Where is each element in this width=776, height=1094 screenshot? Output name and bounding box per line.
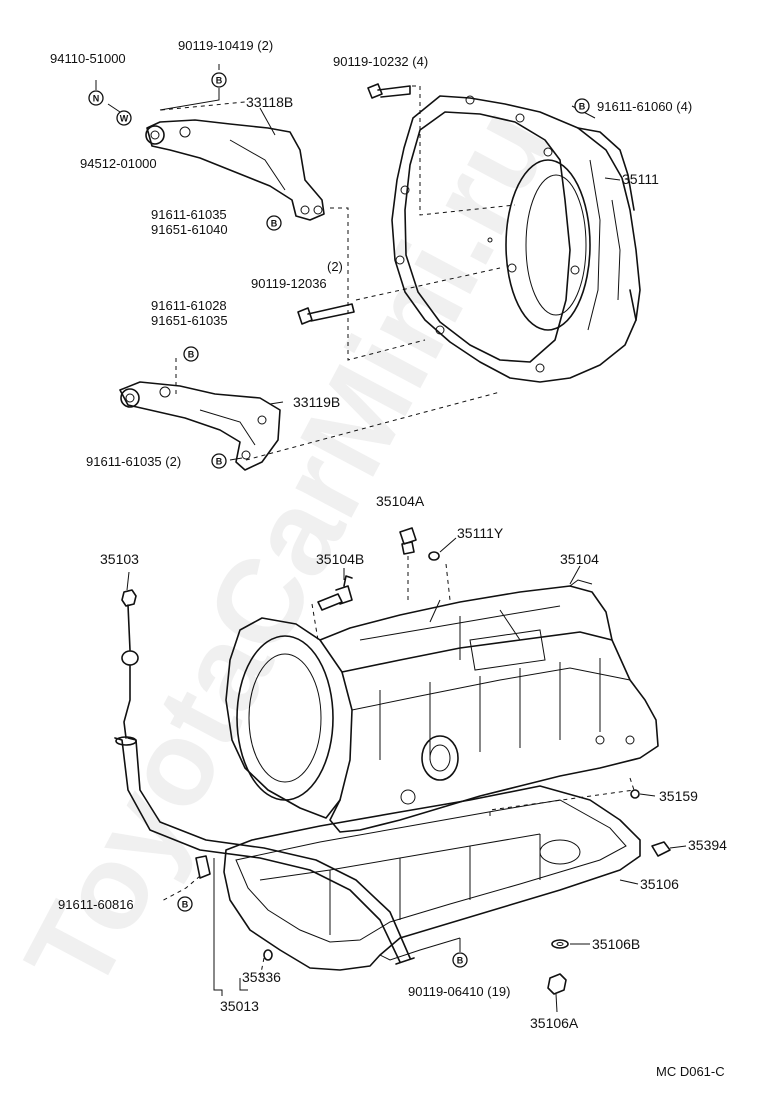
oring-35336 <box>263 949 273 961</box>
drain-plug-35106A <box>547 973 567 995</box>
label-35013: 35013 <box>220 998 259 1014</box>
label-90119-10232: 90119-10232 (4) <box>333 54 428 69</box>
label-35106A: 35106A <box>530 1015 579 1031</box>
transmission-case-35104 <box>225 579 659 833</box>
label-90119-06410: 90119-06410 (19) <box>408 984 510 999</box>
label-35394: 35394 <box>688 837 727 853</box>
bolt-mark-B: B <box>452 952 468 968</box>
svg-text:B: B <box>271 219 278 229</box>
bolt-mark-B: B <box>266 215 282 231</box>
breather-plug-35104A <box>399 527 417 555</box>
bolt-mark-B: B <box>183 346 199 362</box>
label-94512-01000: 94512-01000 <box>80 156 157 171</box>
bolt-mark-B: B <box>211 453 227 469</box>
svg-text:B: B <box>182 900 189 910</box>
label-35106B: 35106B <box>592 936 640 952</box>
gasket-35159 <box>630 789 640 799</box>
oring-35111Y <box>428 551 440 561</box>
transmission-housing-35111 <box>391 95 641 383</box>
gasket-35106B <box>551 939 569 949</box>
label-35106: 35106 <box>640 876 679 892</box>
mount-bracket-33119B <box>119 381 281 471</box>
label-35159: 35159 <box>659 788 698 804</box>
label-91611-61035: 91611-61035 <box>151 207 227 222</box>
label-qty-2: (2) <box>327 259 343 274</box>
magnet-35394 <box>651 841 671 857</box>
label-35111: 35111 <box>622 171 659 187</box>
bolt-90119-10232 <box>367 83 411 99</box>
label-91611-61060: 91611-61060 (4) <box>597 99 692 114</box>
union-35104B <box>317 575 353 611</box>
dipstick-tube-35013 <box>114 736 415 965</box>
label-94110-51000: 94110-51000 <box>50 51 126 66</box>
oil-pan-35106 <box>223 785 641 971</box>
label-33119B: 33119B <box>293 394 340 410</box>
label-35336: 35336 <box>242 969 281 985</box>
label-91611-61028: 91611-61028 <box>151 298 227 313</box>
label-91651-61040: 91651-61040 <box>151 222 228 237</box>
bolt-mark-B: B <box>211 72 227 88</box>
label-35104A: 35104A <box>376 493 425 509</box>
bolt-90119-12036 <box>297 303 355 325</box>
label-35111Y: 35111Y <box>457 525 504 541</box>
bolt-mark-B: B <box>177 896 193 912</box>
nut-mark-N: N <box>88 90 104 106</box>
washer-mark-W: W <box>116 110 132 126</box>
label-91651-61035: 91651-61035 <box>151 313 228 328</box>
mount-bracket-33118B <box>145 119 325 221</box>
label-90119-12036: 90119-12036 <box>251 276 327 291</box>
label-35103: 35103 <box>100 551 139 567</box>
label-35104B: 35104B <box>316 551 364 567</box>
label-35104: 35104 <box>560 551 599 567</box>
label-91611-61035-2: 91611-61035 (2) <box>86 454 181 469</box>
svg-text:W: W <box>120 114 129 124</box>
bolt-mark-B: B <box>574 98 590 114</box>
label-91611-60816: 91611-60816 <box>58 897 134 912</box>
watermark: ToyotaCarMini.ru <box>0 86 577 1012</box>
svg-text:N: N <box>93 94 100 104</box>
label-90119-10419: 90119-10419 (2) <box>178 38 273 53</box>
svg-text:B: B <box>188 350 195 360</box>
svg-text:B: B <box>216 457 223 467</box>
svg-text:B: B <box>457 956 464 966</box>
svg-text:B: B <box>216 76 223 86</box>
svg-text:B: B <box>579 102 586 112</box>
clamp-91611-60816 <box>195 855 211 879</box>
label-33118B: 33118B <box>246 94 293 110</box>
dipstick-35103 <box>121 589 139 739</box>
figure-code: MC D061-C <box>656 1064 725 1079</box>
